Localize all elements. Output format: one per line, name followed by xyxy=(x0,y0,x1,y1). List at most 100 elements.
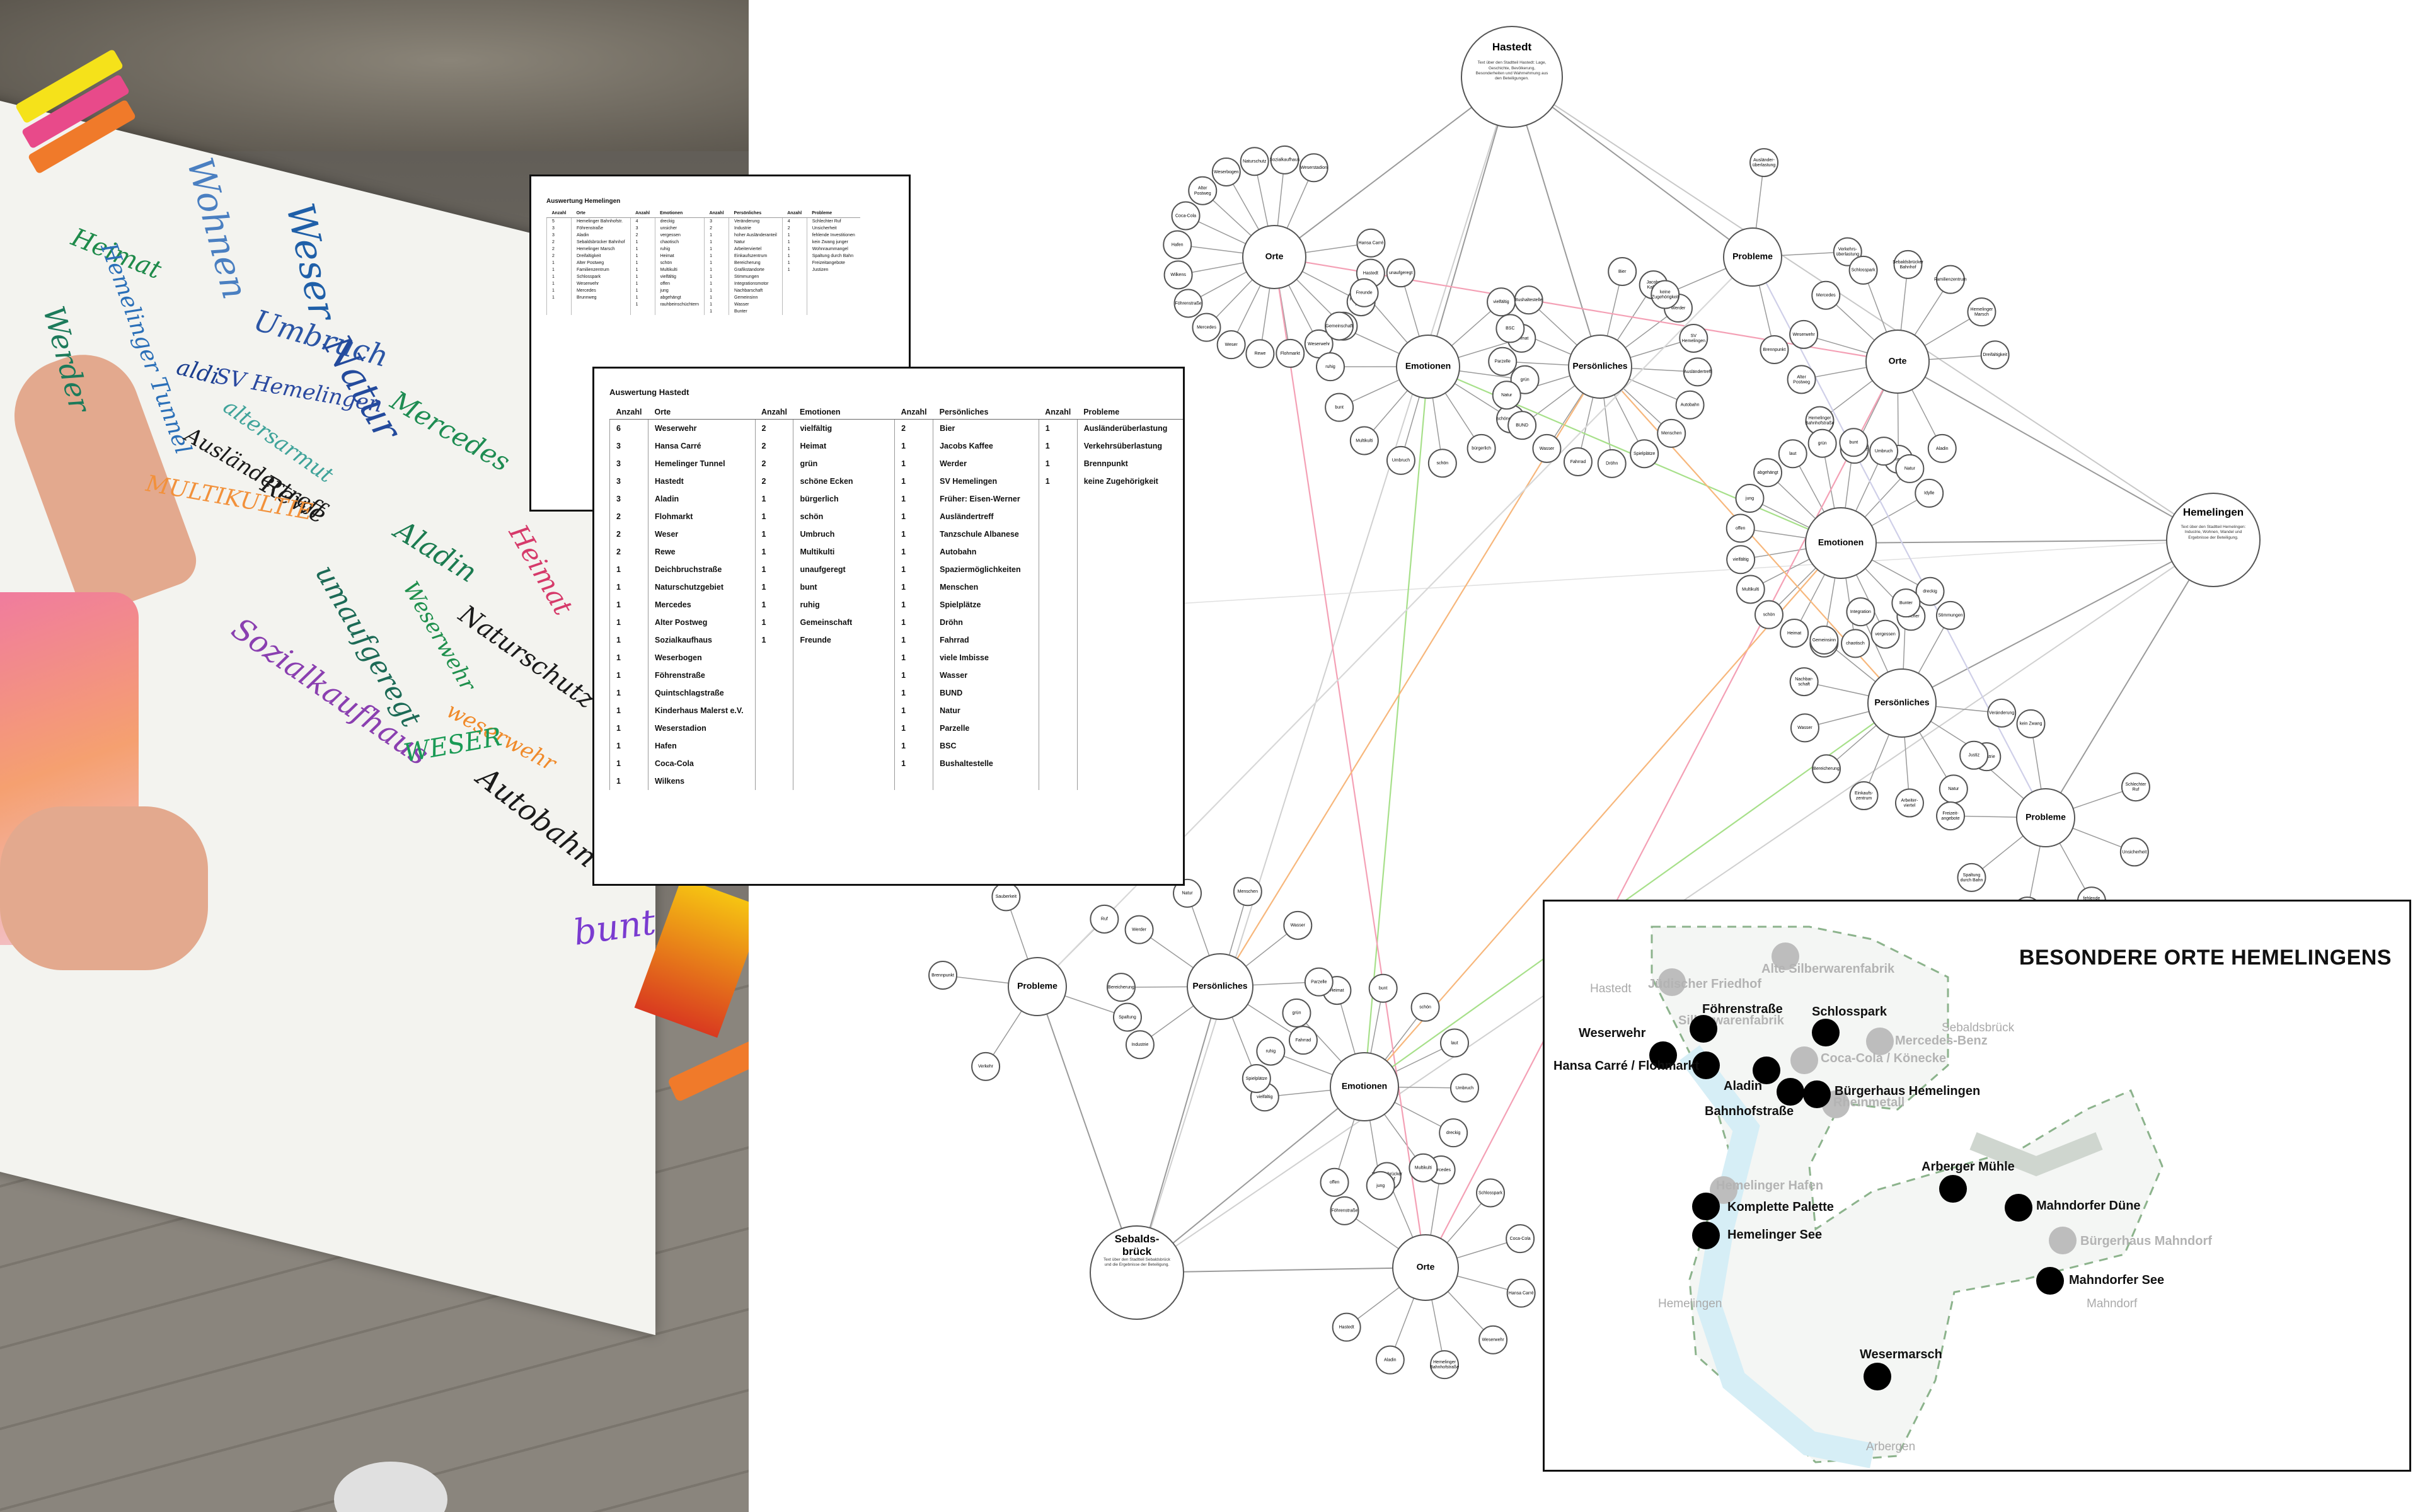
leaf-node[interactable] xyxy=(1915,576,1945,606)
leaf-node[interactable] xyxy=(1288,1026,1318,1055)
leaf-node[interactable] xyxy=(1466,433,1496,463)
leaf-node[interactable] xyxy=(1630,439,1659,469)
leaf-node[interactable] xyxy=(1270,145,1299,175)
leaf-node[interactable] xyxy=(1894,788,1924,818)
leaf-node[interactable] xyxy=(1754,600,1783,629)
leaf-node[interactable] xyxy=(1090,904,1119,934)
leaf-node[interactable] xyxy=(2119,837,2149,867)
map-marker[interactable] xyxy=(1692,1051,1720,1079)
leaf-node[interactable] xyxy=(1869,437,1899,466)
category-node[interactable] xyxy=(1805,507,1877,579)
category-node[interactable] xyxy=(1568,335,1632,399)
map-marker[interactable] xyxy=(1866,1028,1894,1055)
map-marker[interactable] xyxy=(2005,1194,2032,1222)
leaf-node[interactable] xyxy=(1449,1074,1479,1103)
leaf-node[interactable] xyxy=(2016,709,2046,738)
leaf-node[interactable] xyxy=(1439,1118,1468,1148)
leaf-node[interactable] xyxy=(1507,411,1537,440)
leaf-node[interactable] xyxy=(1304,967,1334,997)
leaf-node[interactable] xyxy=(1216,330,1246,360)
leaf-node[interactable] xyxy=(1283,910,1313,940)
map-marker[interactable] xyxy=(1864,1363,1891,1390)
category-node[interactable] xyxy=(1187,953,1253,1020)
leaf-node[interactable] xyxy=(971,1051,1001,1081)
leaf-node[interactable] xyxy=(1349,278,1379,307)
leaf-node[interactable] xyxy=(1597,449,1627,478)
leaf-node[interactable] xyxy=(1349,426,1379,455)
leaf-node[interactable] xyxy=(1192,312,1221,342)
leaf-node[interactable] xyxy=(1532,433,1562,463)
leaf-node[interactable] xyxy=(1891,588,1921,618)
leaf-node[interactable] xyxy=(1330,1196,1359,1225)
leaf-node[interactable] xyxy=(1242,1063,1271,1093)
leaf-node[interactable] xyxy=(1325,311,1354,341)
leaf-node[interactable] xyxy=(1760,335,1789,365)
map-marker[interactable] xyxy=(1790,1046,1818,1074)
leaf-node[interactable] xyxy=(1409,1153,1438,1183)
leaf-node[interactable] xyxy=(1410,992,1440,1022)
leaf-node[interactable] xyxy=(1439,1028,1469,1058)
leaf-node[interactable] xyxy=(1848,255,1878,285)
leaf-node[interactable] xyxy=(1107,973,1136,1002)
leaf-node[interactable] xyxy=(928,961,958,990)
leaf-node[interactable] xyxy=(1245,339,1275,369)
map-marker[interactable] xyxy=(1812,1019,1840,1046)
leaf-node[interactable] xyxy=(1506,1278,1536,1308)
hub-node[interactable] xyxy=(2166,493,2261,587)
map-marker[interactable] xyxy=(1658,968,1686,996)
map-marker[interactable] xyxy=(2036,1267,2064,1295)
leaf-node[interactable] xyxy=(1495,314,1525,343)
leaf-node[interactable] xyxy=(1233,877,1262,907)
category-node[interactable] xyxy=(1867,668,1937,738)
leaf-node[interactable] xyxy=(1936,801,1966,831)
leaf-node[interactable] xyxy=(1478,1325,1508,1354)
leaf-node[interactable] xyxy=(1736,575,1765,604)
leaf-node[interactable] xyxy=(1366,1171,1395,1200)
leaf-node[interactable] xyxy=(1935,265,1965,294)
map-marker[interactable] xyxy=(1772,942,1799,970)
leaf-node[interactable] xyxy=(1427,449,1457,478)
leaf-node[interactable] xyxy=(1679,323,1708,353)
leaf-node[interactable] xyxy=(1386,258,1415,288)
category-node[interactable] xyxy=(1396,335,1460,399)
leaf-node[interactable] xyxy=(1959,740,1989,770)
category-node[interactable] xyxy=(1330,1052,1399,1121)
leaf-node[interactable] xyxy=(1657,418,1686,448)
leaf-node[interactable] xyxy=(1915,478,1944,508)
leaf-node[interactable] xyxy=(1778,439,1807,469)
leaf-node[interactable] xyxy=(1726,545,1756,575)
leaf-node[interactable] xyxy=(1980,340,2010,370)
leaf-node[interactable] xyxy=(1787,365,1816,394)
leaf-node[interactable] xyxy=(1240,147,1269,176)
leaf-node[interactable] xyxy=(1256,1036,1286,1066)
category-node[interactable] xyxy=(1723,227,1782,287)
leaf-node[interactable] xyxy=(1375,1345,1405,1375)
leaf-node[interactable] xyxy=(1849,781,1879,811)
leaf-node[interactable] xyxy=(1789,667,1819,697)
leaf-node[interactable] xyxy=(1211,158,1241,187)
leaf-node[interactable] xyxy=(1488,346,1518,376)
leaf-node[interactable] xyxy=(1927,433,1957,463)
leaf-node[interactable] xyxy=(1790,713,1819,743)
leaf-node[interactable] xyxy=(1476,1178,1506,1208)
leaf-node[interactable] xyxy=(1316,352,1345,382)
map-marker[interactable] xyxy=(1692,1193,1720,1220)
leaf-node[interactable] xyxy=(1811,280,1841,310)
leaf-node[interactable] xyxy=(1608,257,1637,287)
leaf-node[interactable] xyxy=(1356,228,1386,258)
leaf-node[interactable] xyxy=(1276,338,1305,368)
map-marker[interactable] xyxy=(2049,1227,2077,1254)
leaf-node[interactable] xyxy=(1811,754,1841,784)
leaf-node[interactable] xyxy=(1304,329,1334,358)
map-marker[interactable] xyxy=(1692,1222,1720,1249)
leaf-node[interactable] xyxy=(1173,878,1202,908)
leaf-node[interactable] xyxy=(1675,390,1705,420)
leaf-node[interactable] xyxy=(1839,428,1869,457)
leaf-node[interactable] xyxy=(1780,619,1809,648)
leaf-node[interactable] xyxy=(1789,319,1819,349)
leaf-node[interactable] xyxy=(1325,392,1354,422)
hub-node[interactable] xyxy=(1090,1225,1184,1320)
leaf-node[interactable] xyxy=(1987,698,2017,728)
category-node[interactable] xyxy=(1865,329,1930,394)
leaf-node[interactable] xyxy=(1188,176,1218,205)
